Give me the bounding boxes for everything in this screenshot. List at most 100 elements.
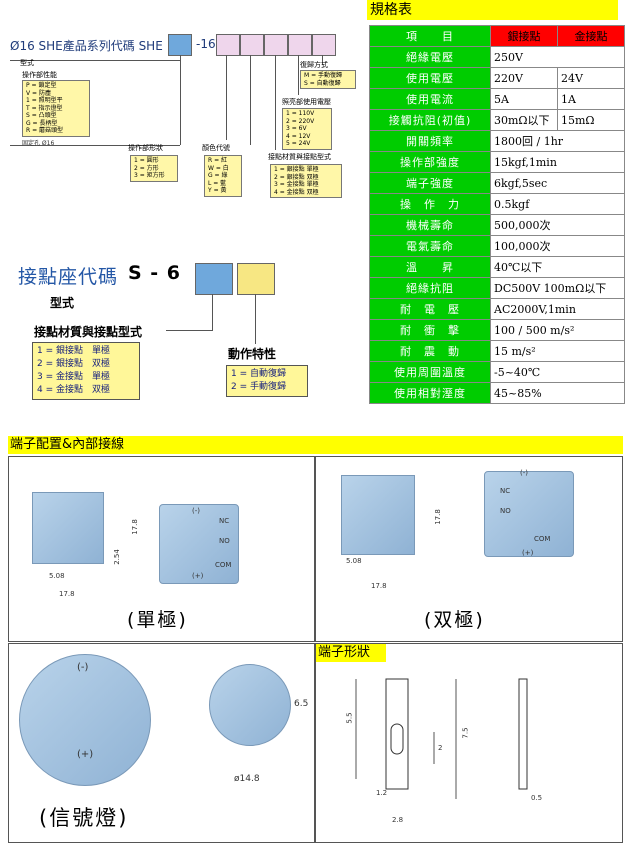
seat-box-blue	[195, 263, 233, 295]
spec-value: 100,000次	[490, 235, 625, 257]
dim-label: 5.5	[345, 712, 354, 724]
legend-item: R = 紅	[208, 157, 228, 164]
legend-item: Y = 黃	[208, 187, 227, 194]
dim-label: 2.8	[392, 816, 404, 824]
double-pole-wiring-photo	[484, 471, 574, 557]
legend-item: 3 = 金接點 單極	[37, 372, 110, 382]
legend-item: 1 = 銀接點 單極	[274, 166, 319, 173]
spec-label: 絕緣電壓	[369, 46, 491, 68]
table-row: 使用周圍溫度-5~40℃	[369, 361, 625, 383]
legend-item: L = 藍	[208, 179, 227, 187]
spec-value: 45~85%	[490, 382, 625, 404]
connector-line	[250, 55, 251, 145]
terminal-minus: (-)	[192, 507, 200, 515]
seat-title: 接點座代碼	[18, 266, 119, 288]
connector-line	[166, 330, 212, 331]
dim-label: 6.5	[294, 699, 309, 709]
spec-label: 端子強度	[369, 172, 491, 194]
terminal-plus: (+)	[77, 749, 94, 760]
seat-contact-legend: 1 = 銀接點 單極 2 = 銀接點 双極 3 = 金接點 單極 4 = 金接點…	[32, 342, 140, 400]
terminal-com: COM	[215, 561, 232, 569]
header-silver: 銀接點	[490, 25, 558, 47]
legend-item: G = 長柄型	[26, 119, 58, 127]
terminal-hole	[390, 723, 404, 755]
code-title: Ø16 SHE產品系列代碼 SHE	[10, 39, 163, 53]
spec-value-silver: 5A	[490, 88, 558, 110]
single-pole-base-photo	[32, 492, 104, 564]
spec-value: 15 m/s²	[490, 340, 625, 362]
seat-action-legend: 1 = 自動復歸 2 = 手動復歸	[226, 365, 308, 397]
legend-item: W = 白	[208, 164, 229, 172]
header-gold: 金接點	[557, 25, 625, 47]
spec-value: 6kgf,5sec	[490, 172, 625, 194]
terminal-plus: (+)	[522, 549, 534, 557]
legend-item: S = 凸頭型	[26, 112, 57, 119]
reset-legend: M = 手動復歸 S = 自動復歸	[300, 70, 356, 89]
dim-label: 17.8	[59, 590, 75, 598]
double-pole-base-photo	[341, 475, 415, 555]
spec-value: 1800回 / 1hr	[490, 130, 625, 152]
code-box-6	[312, 34, 336, 56]
code-box-3	[240, 34, 264, 56]
seat-contact-label: 接點材質與接點型式	[34, 325, 143, 339]
product-code-diagram: Ø16 SHE產品系列代碼 SHE -16 型式 操作部性能 P = 鎖定型 V…	[0, 0, 365, 425]
dim-label: 0.5	[531, 794, 543, 802]
spec-label: 絕緣抗阻	[369, 277, 491, 299]
operation-label: 操作部性能	[22, 71, 57, 79]
shape-legend: 1 = 圓形 2 = 方形 3 = 矩方形	[130, 155, 178, 182]
contact-legend: 1 = 銀接點 單極 2 = 銀接點 双極 3 = 金接點 單極 4 = 金接點…	[270, 164, 342, 198]
spec-value: 15kgf,1min	[490, 151, 625, 173]
legend-item: 4 = 12V	[286, 132, 311, 140]
legend-item: 3 = 6V	[286, 125, 307, 132]
spec-value: 500,000次	[490, 214, 625, 236]
terminal-shape-panel: 端子形狀 5.5 2 7.5 1.2 2.8 0.5	[315, 643, 623, 843]
header-item: 項 目	[369, 25, 491, 47]
legend-item: 1 = 照明型平	[26, 97, 63, 104]
dim-label: 17.8	[433, 509, 442, 525]
spec-label: 溫 昇	[369, 256, 491, 278]
dim-label: 1.2	[376, 789, 388, 797]
reset-label: 復歸方式	[300, 61, 328, 69]
spec-label: 接觸抗阻(初值)	[369, 109, 491, 131]
connector-line	[275, 55, 276, 150]
lamp-photo-large	[19, 654, 151, 786]
spec-title: 規格表	[367, 0, 618, 20]
legend-item: 1 = 銀接點 單極	[37, 346, 110, 356]
spec-value-gold: 24V	[557, 67, 625, 89]
connector-line	[255, 294, 256, 344]
single-pole-caption: (單極)	[127, 609, 188, 631]
spec-value-silver: 30mΩ以下	[490, 109, 558, 131]
spec-label: 耐 衝 擊	[369, 319, 491, 341]
legend-item: 1 = 110V	[286, 110, 315, 117]
code-box-2	[216, 34, 240, 56]
color-legend: R = 紅 W = 白 G = 綠 L = 藍 Y = 黃	[204, 155, 242, 197]
code-suffix: -16	[196, 37, 216, 51]
terminal-minus: (-)	[77, 662, 89, 673]
signal-lamp-panel: (-) (+) 6.5 ø14.8 (信號燈)	[8, 643, 315, 843]
legend-item: 4 = 金接點 双極	[37, 385, 110, 395]
code-box-1	[168, 34, 192, 56]
table-row: 項 目 銀接點 金接點	[369, 25, 625, 47]
terminal-nc: NC	[500, 487, 511, 495]
spec-value: -5~40℃	[490, 361, 625, 383]
spec-label: 操作部強度	[369, 151, 491, 173]
legend-item: 5 = 24V	[286, 140, 311, 147]
connector-line	[10, 145, 180, 146]
dim-label: 17.8	[371, 582, 387, 590]
legend-item: 2 = 銀接點 双極	[37, 359, 110, 369]
double-pole-caption: (双極)	[424, 609, 485, 631]
legend-item: 3 = 矩方形	[134, 172, 165, 179]
spec-label: 操 作 力	[369, 193, 491, 215]
